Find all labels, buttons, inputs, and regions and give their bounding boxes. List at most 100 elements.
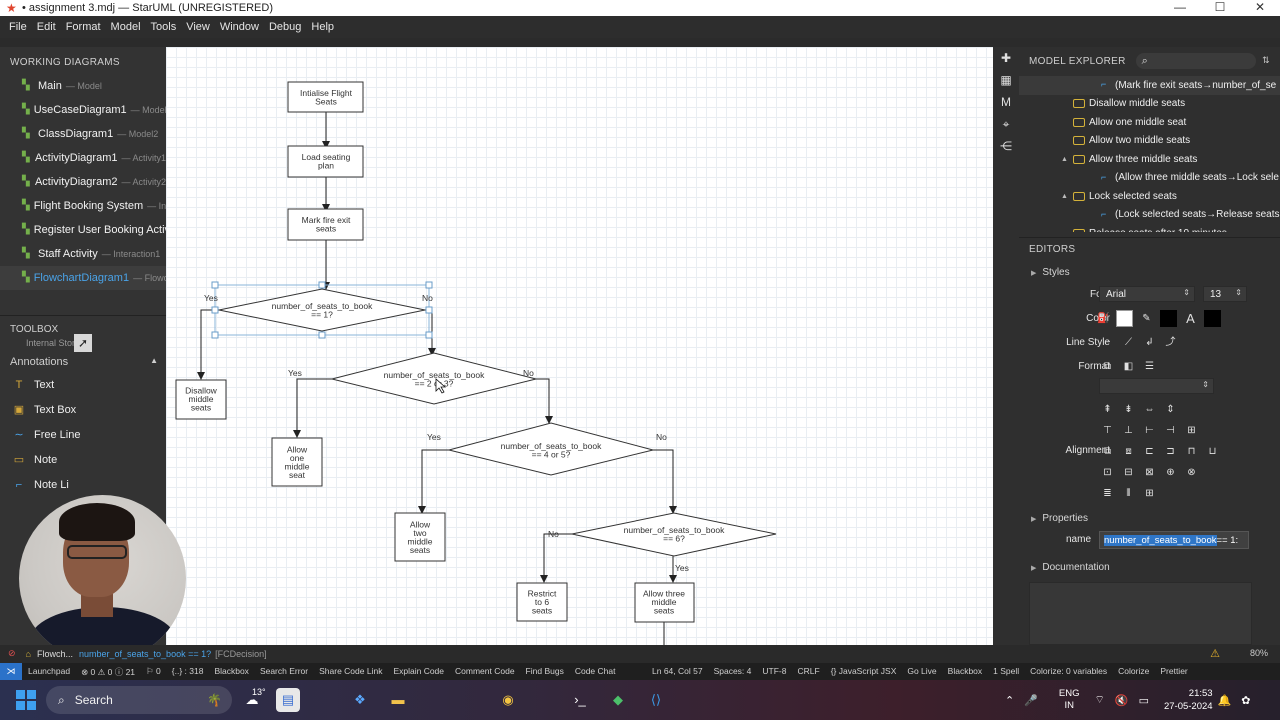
terminal-icon[interactable]: ›_ bbox=[574, 692, 586, 707]
clock[interactable]: 21:53 27-05-2024 bbox=[1164, 687, 1213, 713]
vscode-status-item[interactable]: Launchpad bbox=[28, 666, 71, 676]
vscode-status-item[interactable]: Prettier bbox=[1160, 666, 1188, 676]
annotations-group[interactable]: Annotations ▲ bbox=[0, 350, 166, 372]
rectilinear-line-icon[interactable]: ⌐ bbox=[1104, 337, 1111, 348]
weather-icon[interactable]: ☁ bbox=[245, 692, 259, 707]
node-mark[interactable] bbox=[287, 208, 364, 241]
node-allow3[interactable] bbox=[634, 582, 695, 623]
align-icon[interactable]: ⇕ bbox=[1166, 404, 1175, 415]
working-diagram-item[interactable]: ▚Staff Activity— Interaction1 bbox=[0, 242, 166, 266]
crosshair-icon[interactable]: ⌖ bbox=[1002, 117, 1010, 131]
vscode-status-item[interactable]: Blackbox bbox=[214, 666, 249, 676]
vscode-status-item[interactable]: {..} : 318 bbox=[171, 666, 204, 676]
distribute-icon[interactable]: ⊥ bbox=[1124, 425, 1133, 436]
error-icon[interactable]: ⊘ bbox=[8, 648, 16, 658]
explorer-toggle-icon[interactable]: ▦ bbox=[1000, 73, 1012, 87]
model-tree-item[interactable]: ▲Allow three middle seats bbox=[1019, 150, 1280, 169]
name-field[interactable]: number_of_seats_to_book== 1: bbox=[1099, 531, 1249, 549]
menu-file[interactable]: File bbox=[9, 21, 27, 33]
oblique-line-icon[interactable]: ⟋ bbox=[1125, 337, 1132, 348]
curve-line-icon[interactable]: ⤴ bbox=[1165, 337, 1176, 348]
node-init[interactable] bbox=[287, 81, 364, 113]
tree-toggle-icon[interactable]: ▲ bbox=[1061, 192, 1068, 200]
vscode-status-item[interactable]: {} JavaScript JSX bbox=[830, 666, 897, 676]
rounded-line-icon[interactable]: ↲ bbox=[1145, 337, 1154, 348]
warning-icon[interactable]: ⚠ bbox=[1210, 648, 1220, 660]
line-color-swatch[interactable] bbox=[1160, 310, 1177, 327]
layout-icon[interactable]: ⦀ bbox=[1126, 488, 1131, 499]
menu-tools[interactable]: Tools bbox=[150, 21, 177, 33]
working-diagram-item[interactable]: ▚Register User Booking Activit bbox=[0, 218, 166, 242]
app-icon[interactable]: ◆ bbox=[613, 692, 623, 707]
vscode-status-item[interactable]: Colorize: 0 variables bbox=[1030, 666, 1108, 676]
maximize-button[interactable]: ☐ bbox=[1214, 0, 1226, 14]
size-icon[interactable]: ⊔ bbox=[1208, 446, 1217, 457]
vscode-status-item[interactable]: Ln 64, Col 57 bbox=[652, 666, 703, 676]
markdown-icon[interactable]: M bbox=[1001, 95, 1011, 109]
size-icon[interactable]: ⧉ bbox=[1103, 446, 1112, 457]
vscode-status-item[interactable]: Blackbox bbox=[947, 666, 983, 676]
layout-icon[interactable]: ≣ bbox=[1103, 488, 1112, 499]
working-diagram-item[interactable]: ▚Flight Booking System— Inte bbox=[0, 194, 166, 218]
breadcrumb-selection[interactable]: number_of_seats_to_book == 1? bbox=[79, 648, 212, 659]
dropbox-icon[interactable]: ❖ bbox=[354, 692, 366, 707]
model-tree-item[interactable]: Disallow middle seats bbox=[1019, 95, 1280, 114]
font-color-icon[interactable]: A bbox=[1186, 311, 1195, 326]
node-disallow[interactable] bbox=[175, 379, 227, 420]
model-tree-item[interactable]: ⌐(Mark fire exit seats→number_of_se bbox=[1019, 76, 1280, 95]
node-d4[interactable] bbox=[571, 512, 777, 557]
working-diagram-item[interactable]: ▚ActivityDiagram1— Activity1 bbox=[0, 146, 166, 170]
align-icon[interactable]: ⇞ bbox=[1103, 404, 1112, 415]
working-diagram-item[interactable]: ▚ActivityDiagram2— Activity2 bbox=[0, 170, 166, 194]
model-tree-item[interactable]: Release seats after 10 minutes bbox=[1019, 224, 1280, 232]
menu-help[interactable]: Help bbox=[311, 21, 335, 33]
tool-note[interactable]: ▭Note bbox=[0, 447, 166, 472]
working-diagram-item[interactable]: ▚UseCaseDiagram1— Model1 bbox=[0, 98, 166, 122]
notification-bell-icon[interactable]: 🔔 bbox=[1217, 694, 1232, 707]
layout-icon[interactable]: ⊞ bbox=[1145, 488, 1154, 499]
vscode-status-item[interactable]: Spaces: 4 bbox=[713, 666, 752, 676]
distribute-icon[interactable]: ⊢ bbox=[1145, 425, 1154, 436]
paint-bucket-icon[interactable]: ⛽ bbox=[1097, 313, 1110, 324]
node-d3[interactable] bbox=[448, 422, 654, 476]
tool-free-line[interactable]: ∼Free Line bbox=[0, 422, 166, 447]
vscode-status-item[interactable]: Colorize bbox=[1118, 666, 1150, 676]
shadow-icon[interactable]: ◧ bbox=[1123, 361, 1134, 372]
node-load[interactable] bbox=[287, 145, 364, 178]
pen-icon[interactable]: ✎ bbox=[1142, 313, 1151, 324]
node-d2[interactable] bbox=[331, 352, 537, 405]
sort-icon[interactable]: ⇅ bbox=[1262, 55, 1270, 65]
menu-edit[interactable]: Edit bbox=[36, 21, 56, 33]
collapse-icon[interactable]: ▲ bbox=[150, 356, 158, 365]
vscode-status-item[interactable]: CRLF bbox=[797, 666, 820, 676]
menu-model[interactable]: Model bbox=[110, 21, 141, 33]
vscode-status-item[interactable]: Explain Code bbox=[393, 666, 445, 676]
menu-debug[interactable]: Debug bbox=[268, 21, 302, 33]
vscode-icon[interactable]: ⟨⟩ bbox=[650, 692, 662, 707]
stereotype-select[interactable]: ⇕ bbox=[1099, 378, 1214, 394]
vscode-status-item[interactable]: UTF-8 bbox=[762, 666, 787, 676]
wifi-icon[interactable]: ⌔ bbox=[1094, 694, 1105, 706]
align-icon[interactable]: ⇟ bbox=[1124, 404, 1133, 415]
battery-icon[interactable]: ▭ bbox=[1138, 694, 1149, 707]
font-color-swatch[interactable] bbox=[1204, 310, 1221, 327]
taskbar-search[interactable]: ⌕ Search 🌴 bbox=[46, 686, 232, 714]
word-wrap-icon[interactable]: ☰ bbox=[1145, 361, 1154, 372]
file-explorer-icon[interactable]: ▬ bbox=[391, 692, 405, 707]
chrome-icon[interactable]: ◉ bbox=[502, 692, 514, 707]
space-icon[interactable]: ⊡ bbox=[1103, 467, 1112, 478]
vscode-status-item[interactable]: Comment Code bbox=[455, 666, 515, 676]
model-explorer-search[interactable]: ⌕ bbox=[1135, 53, 1256, 69]
fill-color-swatch[interactable] bbox=[1116, 310, 1133, 327]
documentation-textarea[interactable] bbox=[1029, 582, 1252, 645]
font-size-select[interactable]: 13⇕ bbox=[1203, 286, 1247, 302]
menu-window[interactable]: Window bbox=[219, 21, 259, 33]
copilot-icon[interactable]: ✿ bbox=[1241, 694, 1251, 707]
minimize-button[interactable]: — bbox=[1174, 0, 1186, 14]
model-tree-item[interactable]: ⌐(Allow three middle seats→Lock sele bbox=[1019, 169, 1280, 188]
tree-toggle-icon[interactable]: ▲ bbox=[1061, 155, 1068, 163]
vscode-status-item[interactable]: Search Error bbox=[259, 666, 309, 676]
selection-handles[interactable] bbox=[211, 281, 433, 339]
styles-section[interactable]: ▶Styles bbox=[1031, 267, 1070, 278]
